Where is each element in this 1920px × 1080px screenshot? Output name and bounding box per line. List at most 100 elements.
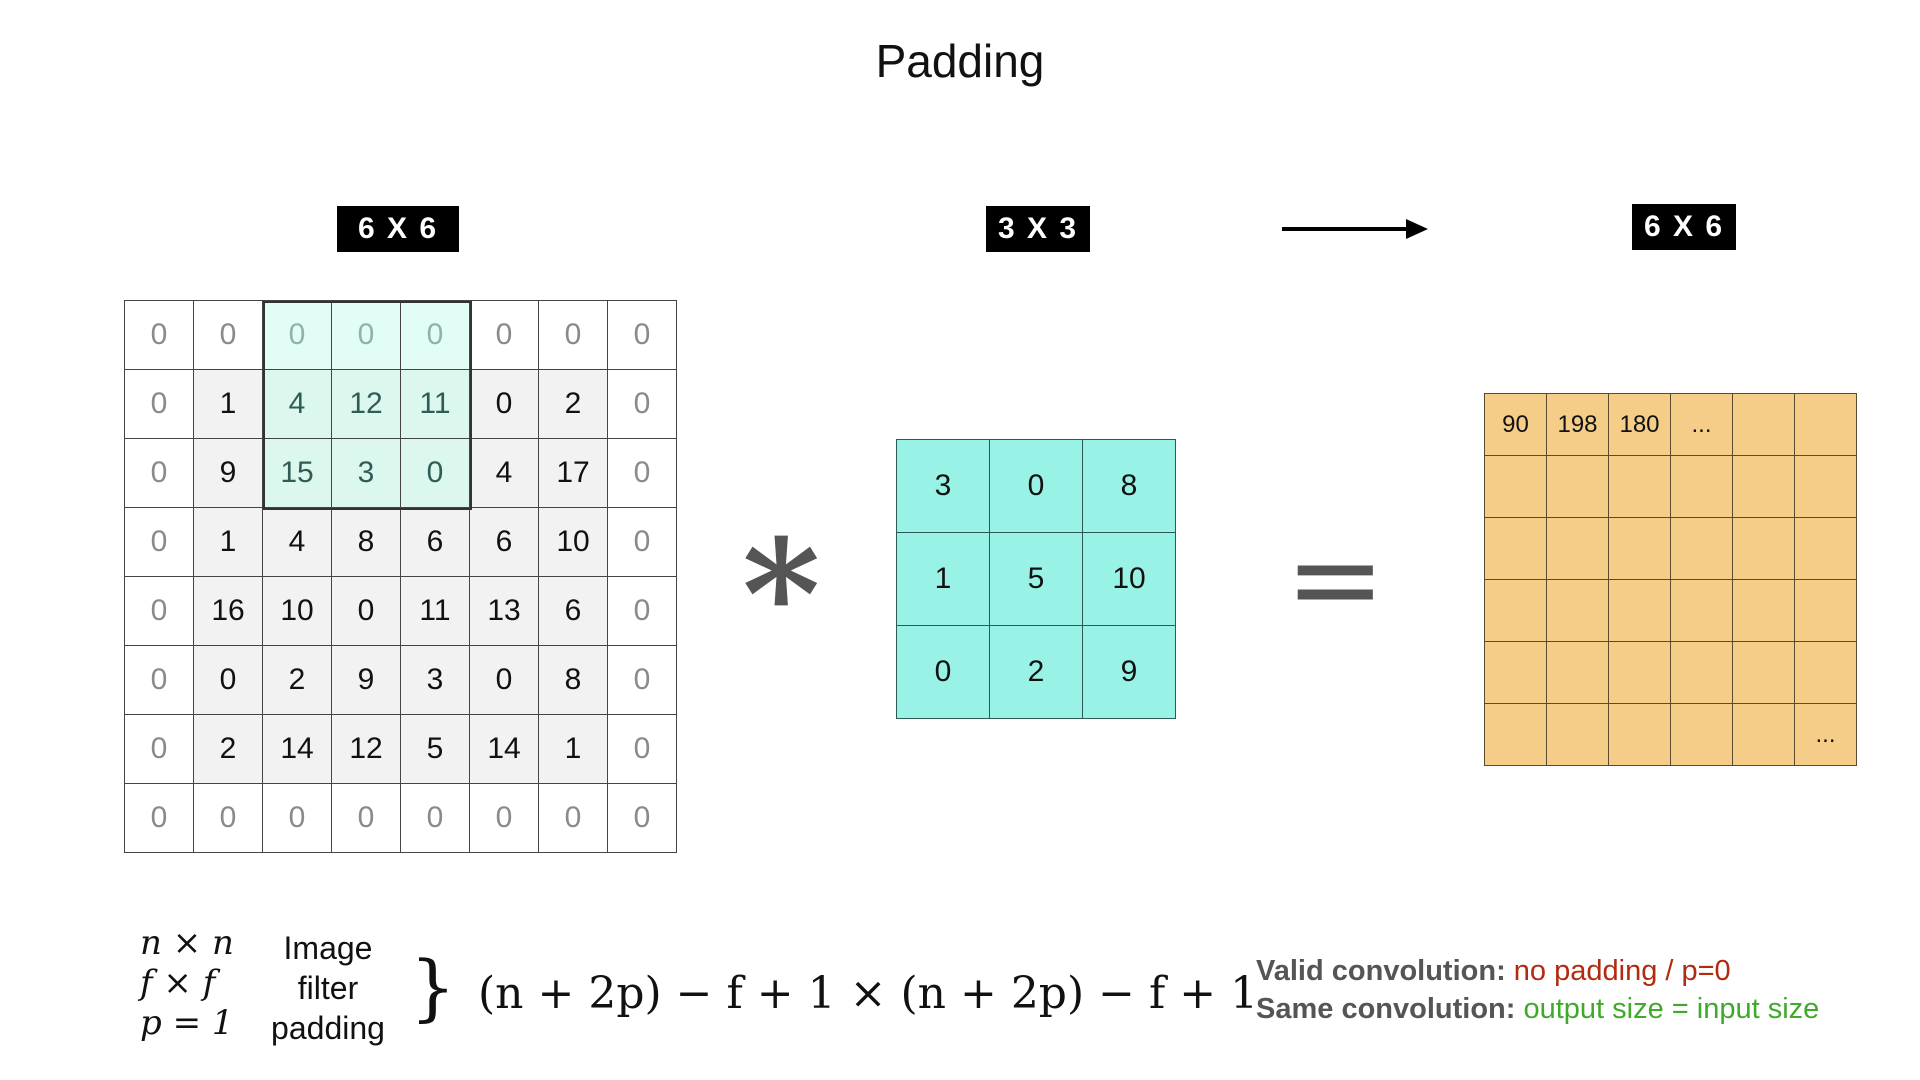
input-cell: 9 <box>331 645 401 715</box>
output-cell <box>1670 455 1733 518</box>
output-cell <box>1608 579 1671 642</box>
input-cell: 10 <box>262 576 332 646</box>
input-cell: 17 <box>538 438 608 508</box>
input-cell: 4 <box>469 438 539 508</box>
kernel-size-label: 3 X 3 <box>986 206 1090 252</box>
label-padding: padding <box>271 1010 385 1046</box>
output-cell <box>1546 455 1609 518</box>
output-cell <box>1794 455 1857 518</box>
page-title: Padding <box>875 35 1045 87</box>
input-cell: 0 <box>607 507 677 577</box>
output-cell <box>1608 517 1671 580</box>
input-cell: 0 <box>607 300 677 370</box>
formula-f: f × f <box>140 963 216 1003</box>
input-cell: 0 <box>607 369 677 439</box>
input-cell: 13 <box>469 576 539 646</box>
input-cell: 0 <box>607 438 677 508</box>
input-cell: 0 <box>538 300 608 370</box>
input-cell: 0 <box>469 369 539 439</box>
formula-brace: } <box>410 945 456 1029</box>
input-cell: 11 <box>400 576 470 646</box>
kernel-cell: 9 <box>1082 625 1176 719</box>
output-cell <box>1546 703 1609 766</box>
label-image: Image <box>283 930 373 966</box>
output-cell <box>1546 579 1609 642</box>
output-cell <box>1608 455 1671 518</box>
output-cell <box>1670 517 1733 580</box>
input-cell: 15 <box>262 438 332 508</box>
input-cell: 0 <box>193 645 263 715</box>
output-size-formula: (n + 2p) − f + 1 × (n + 2p) − f + 1 <box>478 968 1259 1019</box>
input-cell: 12 <box>331 369 401 439</box>
kernel-cell: 10 <box>1082 532 1176 626</box>
same-convolution-key: Same convolution: <box>1256 993 1516 1025</box>
input-cell: 5 <box>400 714 470 784</box>
input-cell: 0 <box>262 300 332 370</box>
input-cell: 0 <box>331 576 401 646</box>
output-cell <box>1484 703 1547 766</box>
input-cell: 0 <box>124 783 194 853</box>
formula-p: p = 1 <box>140 1003 234 1043</box>
output-cell <box>1670 641 1733 704</box>
input-cell: 9 <box>193 438 263 508</box>
input-cell: 0 <box>124 300 194 370</box>
input-cell: 0 <box>124 645 194 715</box>
output-cell <box>1732 393 1795 456</box>
input-cell: 6 <box>538 576 608 646</box>
kernel-cell: 2 <box>989 625 1083 719</box>
input-cell: 0 <box>607 714 677 784</box>
output-cell <box>1546 641 1609 704</box>
output-cell: 180 <box>1608 393 1671 456</box>
output-cell <box>1484 455 1547 518</box>
input-cell: 0 <box>400 783 470 853</box>
kernel-cell: 0 <box>896 625 990 719</box>
valid-convolution-note: Valid convolution: no padding / p=0 <box>1256 952 1819 990</box>
output-cell <box>1608 703 1671 766</box>
convolution-operator: * <box>742 507 821 683</box>
kernel-cell: 8 <box>1082 439 1176 533</box>
input-cell: 0 <box>400 438 470 508</box>
output-cell <box>1732 703 1795 766</box>
input-cell: 2 <box>193 714 263 784</box>
input-cell: 2 <box>538 369 608 439</box>
output-cell: 90 <box>1484 393 1547 456</box>
kernel-cell: 3 <box>896 439 990 533</box>
input-cell: 1 <box>193 369 263 439</box>
arrow-right-icon <box>1282 219 1428 239</box>
formula-n: n × n <box>140 923 234 963</box>
output-size-label: 6 X 6 <box>1632 204 1736 250</box>
output-row <box>1484 455 1857 518</box>
kernel-cell: 0 <box>989 439 1083 533</box>
output-cell <box>1794 641 1857 704</box>
input-cell: 8 <box>538 645 608 715</box>
input-cell: 0 <box>607 576 677 646</box>
input-cell: 14 <box>262 714 332 784</box>
input-cell: 0 <box>469 645 539 715</box>
output-cell <box>1608 641 1671 704</box>
input-cell: 0 <box>124 507 194 577</box>
input-cell: 10 <box>538 507 608 577</box>
input-cell: 0 <box>124 714 194 784</box>
output-cell <box>1794 579 1857 642</box>
output-cell: 198 <box>1546 393 1609 456</box>
kernel-cell: 5 <box>989 532 1083 626</box>
output-cell <box>1732 517 1795 580</box>
same-convolution-note: Same convolution: output size = input si… <box>1256 990 1819 1028</box>
input-cell: 1 <box>193 507 263 577</box>
input-cell: 3 <box>331 438 401 508</box>
same-convolution-value: output size = input size <box>1523 993 1820 1025</box>
input-cell: 11 <box>400 369 470 439</box>
input-size-label: 6 X 6 <box>337 206 459 252</box>
input-cell: 0 <box>538 783 608 853</box>
input-cell: 8 <box>331 507 401 577</box>
